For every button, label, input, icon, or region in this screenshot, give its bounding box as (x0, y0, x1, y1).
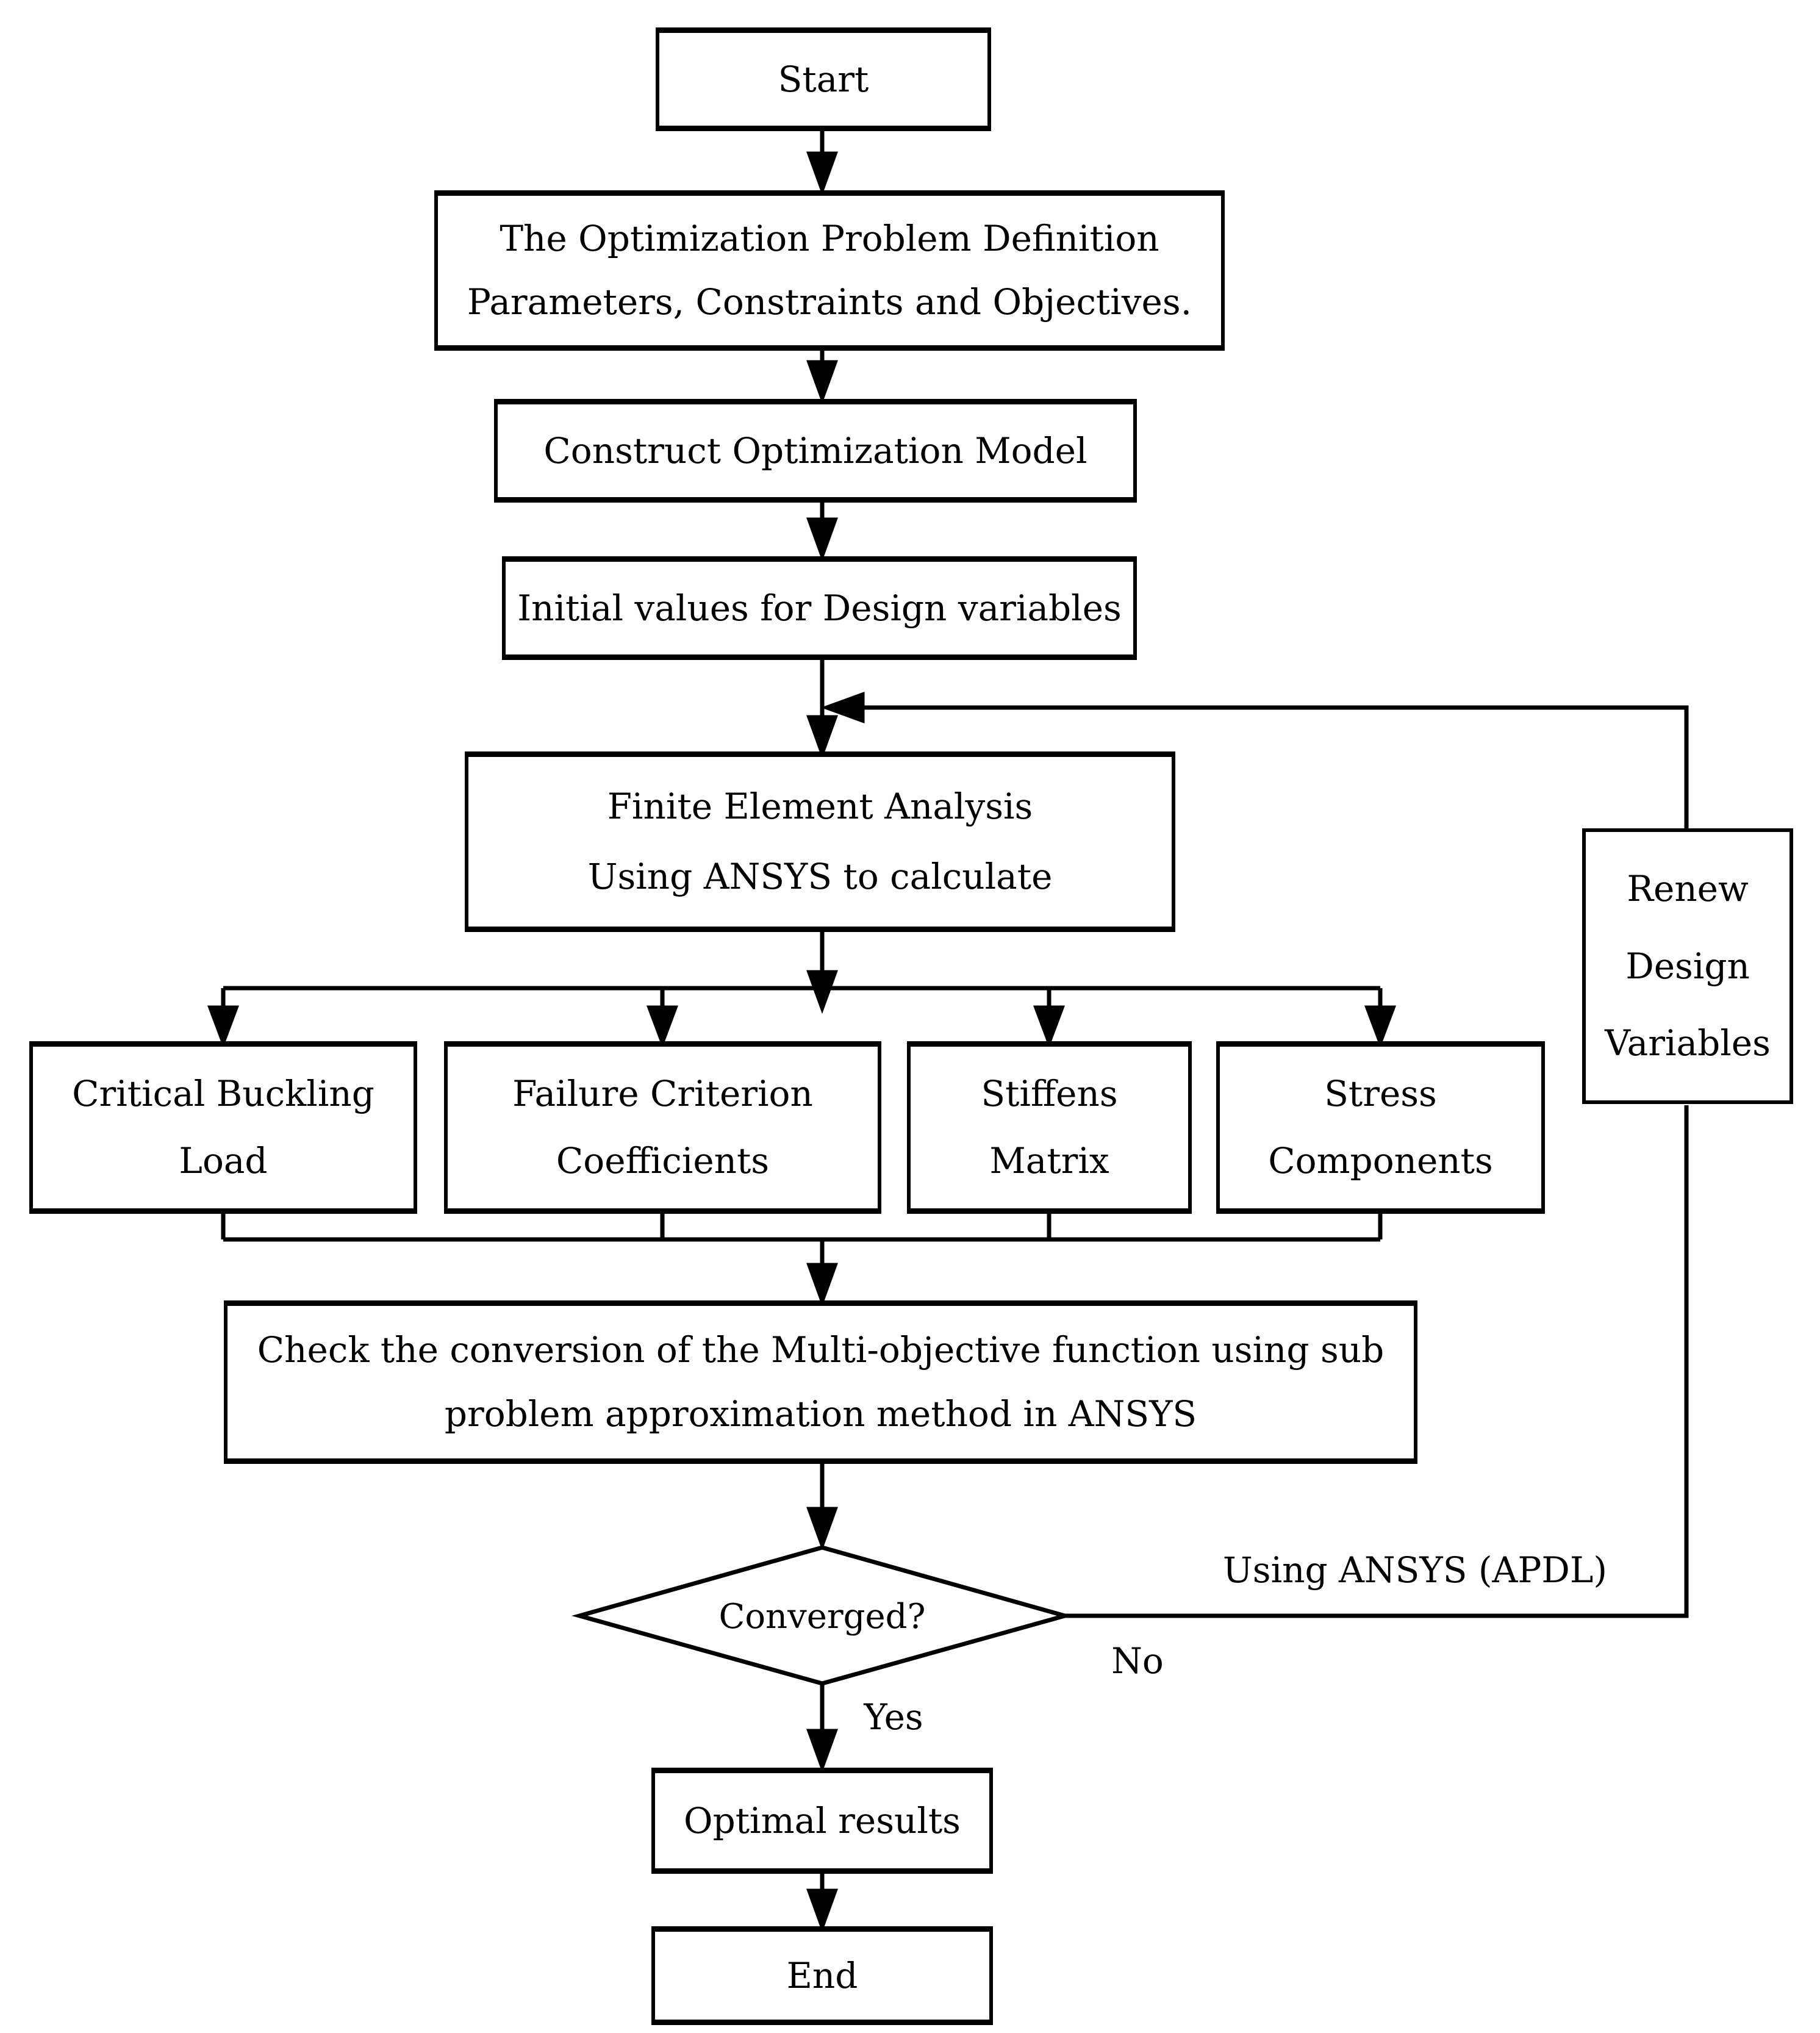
converged-decision-label: Converged? (609, 1586, 1036, 1647)
initial-values-node: Initial values for Design variables (502, 556, 1137, 660)
stress-components-node: Stress Components (1216, 1041, 1545, 1214)
renew-variables-line3: Variables (1605, 1022, 1771, 1064)
edge-renew-to-mainline (861, 705, 1689, 828)
arrowhead-into-construct (806, 360, 838, 404)
edge-no-branch (1065, 1105, 1689, 1618)
optimal-results-label: Optimal results (684, 1799, 961, 1841)
problem-definition-line2: Parameters, Constraints and Objectives. (467, 281, 1192, 323)
stress-components-line2: Components (1268, 1140, 1493, 1182)
arrowhead-into-check (806, 1263, 838, 1307)
fea-line1: Finite Element Analysis (607, 786, 1033, 828)
renew-variables-node: Renew Design Variables (1582, 828, 1793, 1104)
arrowhead-into-diamond (806, 1507, 838, 1551)
arrowhead-into-stress (1364, 1005, 1397, 1048)
end-node: End (651, 1926, 993, 2025)
check-conversion-line1: Check the conversion of the Multi-object… (257, 1328, 1385, 1371)
arrowhead-into-end (806, 1888, 838, 1933)
critical-buckling-line2: Load (179, 1140, 268, 1182)
arrowhead-into-optimal (806, 1729, 838, 1773)
arrowhead-into-stiffens (1033, 1005, 1066, 1048)
failure-criterion-line1: Failure Criterion (512, 1072, 813, 1114)
converged-text: Converged? (718, 1596, 926, 1637)
arrowhead-into-critical (207, 1005, 240, 1048)
arrowhead-into-fea (806, 715, 838, 759)
construct-model-label: Construct Optimization Model (543, 429, 1087, 471)
stiffens-matrix-line1: Stiffens (981, 1072, 1118, 1114)
end-label: End (786, 1954, 858, 1996)
stress-components-line1: Stress (1324, 1072, 1437, 1114)
no-edge-label: No (1092, 1640, 1183, 1682)
arrowhead-feedback-left (820, 692, 865, 723)
arrowhead-into-problem (806, 151, 838, 196)
start-label: Start (778, 58, 869, 100)
arrowhead-into-initial (806, 517, 838, 562)
stiffens-matrix-node: Stiffens Matrix (907, 1041, 1192, 1214)
apdl-text: Using ANSYS (APDL) (1222, 1549, 1608, 1591)
critical-buckling-line1: Critical Buckling (72, 1072, 374, 1114)
arrowhead-into-failure (646, 1005, 679, 1048)
check-conversion-line2: problem approximation method in ANSYS (444, 1393, 1197, 1435)
apdl-edge-label: Using ANSYS (APDL) (1183, 1548, 1647, 1592)
fea-node: Finite Element Analysis Using ANSYS to c… (465, 751, 1175, 932)
start-node: Start (656, 27, 991, 131)
no-text: No (1111, 1640, 1164, 1682)
stiffens-matrix-line2: Matrix (989, 1140, 1109, 1182)
critical-buckling-node: Critical Buckling Load (29, 1041, 417, 1214)
renew-variables-line2: Design (1625, 945, 1750, 987)
failure-criterion-node: Failure Criterion Coefficients (444, 1041, 881, 1214)
problem-definition-node: The Optimization Problem Definition Para… (434, 190, 1225, 351)
construct-model-node: Construct Optimization Model (494, 399, 1137, 503)
problem-definition-line1: The Optimization Problem Definition (500, 218, 1159, 260)
yes-text: Yes (864, 1696, 923, 1738)
optimal-results-node: Optimal results (651, 1768, 993, 1874)
check-conversion-node: Check the conversion of the Multi-object… (224, 1300, 1417, 1464)
failure-criterion-line2: Coefficients (556, 1140, 770, 1182)
fea-line2: Using ANSYS to calculate (587, 856, 1053, 898)
renew-variables-line1: Renew (1627, 867, 1749, 909)
yes-edge-label: Yes (848, 1696, 939, 1738)
initial-values-label: Initial values for Design variables (517, 587, 1122, 629)
